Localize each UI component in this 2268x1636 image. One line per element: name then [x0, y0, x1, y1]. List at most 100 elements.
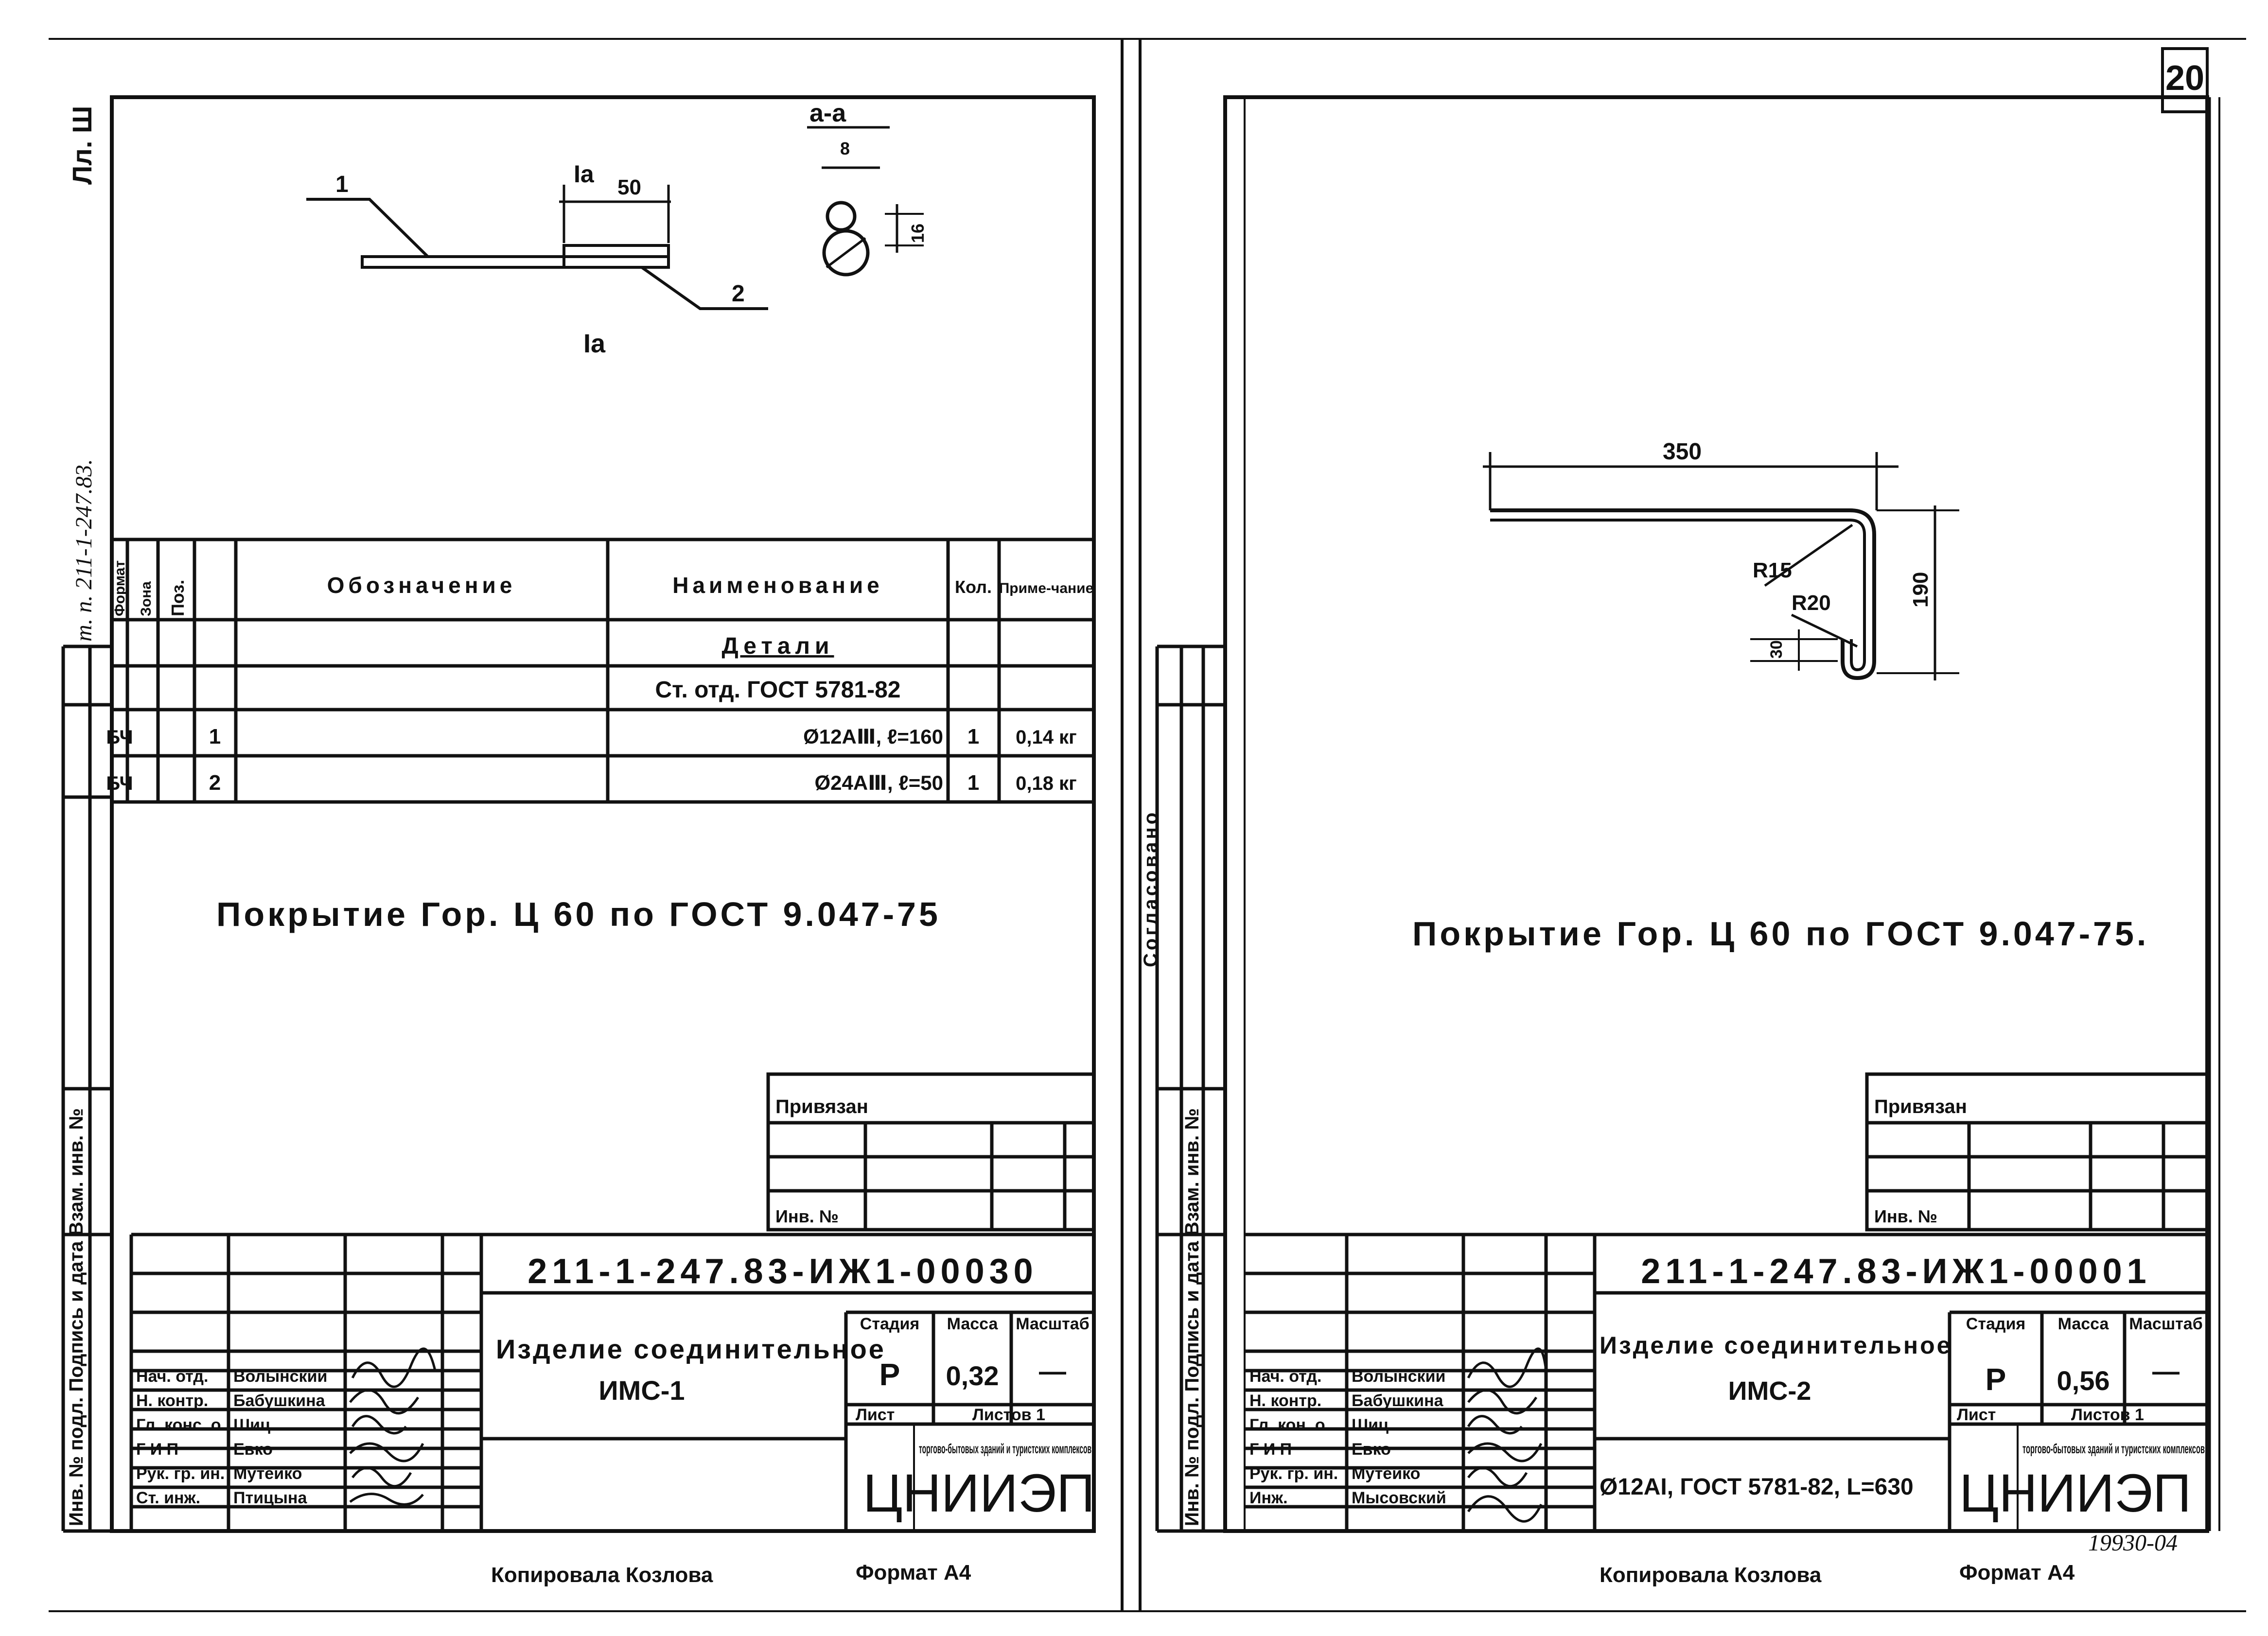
- right-person-role-2: Н. контр.: [1249, 1392, 1321, 1410]
- left-org-logo: ЦНИИЭП: [863, 1463, 1095, 1523]
- spec-header-zone: Зона: [138, 581, 154, 616]
- right-stage-header: Стадия: [1966, 1315, 2025, 1333]
- dim-30-label: 30: [1767, 640, 1786, 659]
- right-product-title: Изделие соединительное: [1600, 1332, 1952, 1359]
- left-person-role-3: Гл. конс. о.: [136, 1416, 226, 1434]
- right-person-name-3: Шиц: [1352, 1416, 1389, 1434]
- dim-16-label: 16: [908, 224, 928, 243]
- dim-8-label: 8: [840, 139, 850, 158]
- dim-350-label: 350: [1663, 439, 1702, 465]
- right-scale-value: —: [2152, 1356, 2180, 1386]
- right-coating-note: Покрытие Гор. Ц 60 по ГОСТ 9.047-75.: [1412, 915, 2149, 953]
- spec-header-qty: Кол.: [955, 577, 992, 597]
- view-ia-label-top: Iа: [574, 160, 595, 188]
- left-coating-note: Покрытие Гор. Ц 60 по ГОСТ 9.047-75: [216, 895, 941, 933]
- right-person-name-4: Евко: [1352, 1440, 1391, 1459]
- left-document-code: 211-1-247.83-ИЖ1-00030: [527, 1252, 1037, 1291]
- left-person-role-6: Ст. инж.: [136, 1489, 200, 1507]
- project-code-stamp: т. п. 211-1-247.83.: [71, 459, 97, 642]
- left-person-name-5: Мутейко: [233, 1464, 302, 1483]
- left-person-role-2: Н. контр.: [136, 1392, 208, 1410]
- spec-header-designation: Обозначение: [327, 573, 516, 598]
- inv-strip-right: Инв. № подл. Подпись и дата Взам. инв. №: [1181, 1108, 1203, 1526]
- spec-row-2-pos: 2: [209, 771, 221, 795]
- left-person-name-4: Евко: [233, 1440, 273, 1459]
- spec-row-2-name: Ø24АⅢ, ℓ=50: [814, 771, 943, 794]
- radius-20-label: R20: [1792, 591, 1831, 615]
- right-org-logo: ЦНИИЭП: [1959, 1463, 2191, 1523]
- left-mass-value: 0,32: [946, 1360, 999, 1391]
- right-footer-copied: Копировала Козлова: [1600, 1563, 1822, 1587]
- right-person-name-2: Бабушкина: [1352, 1392, 1444, 1410]
- left-product-code: ИМС-1: [598, 1375, 685, 1406]
- left-person-role-4: Г И П: [136, 1440, 178, 1459]
- inv-strip-left: Инв. № подл. Подпись и дата Взам. инв. №: [66, 1108, 87, 1526]
- left-footer-copied: Копировала Козлова: [491, 1563, 713, 1587]
- left-person-name-2: Бабушкина: [233, 1392, 326, 1410]
- leader-2-label: 2: [732, 281, 745, 307]
- left-person-role-1: Нач. отд.: [136, 1367, 208, 1386]
- left-person-name-1: Волынский: [233, 1367, 327, 1386]
- spec-header-name: Наименование: [672, 573, 883, 598]
- left-stage-value: Р: [879, 1357, 900, 1392]
- spec-row-2-note: 0,18 кг: [1016, 773, 1077, 794]
- right-document-code: 211-1-247.83-ИЖ1-00001: [1641, 1252, 2151, 1291]
- radius-15-label: R15: [1753, 558, 1792, 582]
- left-sheets-header: Листов 1: [972, 1406, 1045, 1424]
- spec-row-2-format: БЧ: [106, 773, 133, 794]
- spec-header-pos: Поз.: [168, 580, 188, 616]
- right-privyazan-inv: Инв. №: [1874, 1206, 1937, 1226]
- right-signatures: [1467, 1347, 1547, 1523]
- right-person-role-6: Инж.: [1249, 1489, 1288, 1507]
- left-privyazan-title: Привязан: [775, 1096, 868, 1117]
- sheet-ref-stamp: Лл. Ш: [67, 106, 97, 185]
- right-person-role-4: Г И П: [1249, 1440, 1292, 1459]
- left-signatures: [349, 1347, 437, 1506]
- section-aa-label: а-а: [809, 99, 846, 127]
- left-person-role-5: Рук. гр. ин.: [136, 1464, 225, 1483]
- spec-header-note: Приме-чание: [999, 580, 1094, 596]
- dim-190-label: 190: [1909, 572, 1933, 608]
- right-footer-format: Формат А4: [1959, 1561, 2075, 1584]
- right-mass-value: 0,56: [2057, 1365, 2110, 1396]
- left-scale-header: Масштаб: [1016, 1315, 1089, 1333]
- right-product-code: ИМС-2: [1728, 1376, 1811, 1406]
- right-person-name-6: Мысовский: [1352, 1489, 1446, 1507]
- right-material-spec: Ø12АI, ГОСТ 5781-82, L=630: [1600, 1474, 1914, 1500]
- right-org-text: торгово-бытовых зданий и туристских комп…: [2022, 1441, 2205, 1456]
- dim-50-label: 50: [617, 175, 641, 199]
- spec-row-1-pos: 1: [209, 725, 221, 748]
- left-person-name-6: Птицына: [233, 1489, 307, 1507]
- right-person-role-1: Нач. отд.: [1249, 1367, 1321, 1386]
- right-privyazan-title: Привязан: [1874, 1096, 1967, 1117]
- spec-row-1-note: 0,14 кг: [1016, 727, 1077, 748]
- spec-header-format: Формат: [112, 560, 128, 616]
- spec-row-2-qty: 1: [967, 771, 979, 795]
- left-org-text: торгово-бытовых зданий и туристских комп…: [919, 1441, 1091, 1456]
- right-stage-value: Р: [1986, 1362, 2006, 1397]
- right-person-name-1: Волынский: [1352, 1367, 1445, 1386]
- right-scale-header: Масштаб: [2129, 1315, 2202, 1333]
- right-person-role-3: Гл. кон. о.: [1249, 1416, 1330, 1434]
- spec-section-title: Детали: [721, 633, 834, 659]
- right-sheet-header: Лист: [1957, 1406, 1996, 1424]
- detail-ia-drawing: [306, 185, 768, 310]
- left-stage-header: Стадия: [860, 1315, 919, 1333]
- right-person-role-5: Рук. гр. ин.: [1249, 1464, 1338, 1483]
- leader-1-label: 1: [335, 172, 349, 197]
- agreed-stamp: Согласовано: [1140, 810, 1161, 967]
- right-mass-header: Масса: [2058, 1315, 2110, 1333]
- archive-number: 19930-04: [2088, 1530, 2178, 1556]
- spec-row-1-qty: 1: [967, 725, 979, 748]
- bent-bar-drawing: [1483, 452, 1959, 680]
- page-number: 20: [2165, 59, 2204, 98]
- right-sheets-header: Листов 1: [2071, 1406, 2144, 1424]
- spec-row-1-format: БЧ: [106, 727, 133, 748]
- right-person-name-5: Мутейко: [1352, 1464, 1420, 1483]
- left-footer-format: Формат А4: [856, 1561, 971, 1584]
- spec-subsection: Ст. отд. ГОСТ 5781-82: [655, 677, 901, 703]
- left-product-title: Изделие соединительное: [496, 1334, 886, 1364]
- view-ia-label-bottom: Iа: [583, 329, 606, 358]
- left-person-name-3: Шиц: [233, 1416, 270, 1434]
